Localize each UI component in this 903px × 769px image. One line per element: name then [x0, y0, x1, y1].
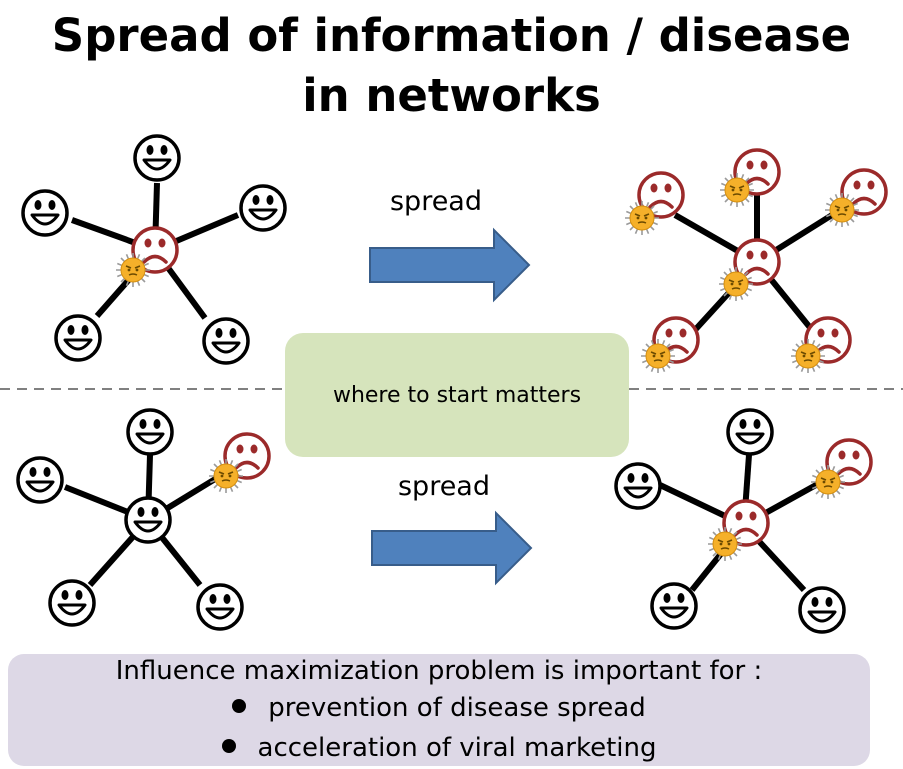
happy-face-icon — [124, 496, 172, 544]
virus-icon — [719, 172, 755, 208]
right-arrow-icon — [369, 227, 531, 303]
happy-face-icon — [21, 189, 69, 237]
happy-face-icon — [126, 408, 174, 456]
virus-icon — [718, 266, 754, 302]
right-arrow-icon — [371, 510, 533, 586]
callout-text: where to start matters — [332, 382, 582, 408]
bullet-item: acceleration of viral marketing — [8, 732, 870, 764]
happy-face-icon — [133, 134, 181, 182]
happy-face-icon — [650, 582, 698, 630]
network-top-left — [21, 134, 287, 365]
happy-face-icon — [726, 408, 774, 456]
virus-icon — [208, 458, 244, 494]
virus-icon — [624, 200, 660, 236]
bullet-item: prevention of disease spread — [8, 692, 870, 724]
virus-icon — [707, 526, 743, 562]
bullet-icon — [221, 738, 236, 753]
happy-face-icon — [196, 583, 244, 631]
virus-icon — [790, 338, 826, 374]
virus-icon — [810, 464, 846, 500]
summary-heading: Influence maximization problem is import… — [115, 656, 763, 686]
virus-icon — [640, 338, 676, 374]
title-line-1: Spread of information / disease — [51, 9, 852, 62]
happy-face-icon — [16, 456, 64, 504]
network-bottom-left — [16, 408, 271, 631]
happy-face-icon — [614, 462, 662, 510]
spread-label-bottom: spread — [398, 471, 490, 502]
bullet-icon — [232, 698, 247, 713]
network-bottom-right — [614, 408, 873, 634]
summary-box: Influence maximization problem is import… — [8, 654, 870, 766]
network-top-right — [624, 148, 888, 374]
happy-face-icon — [798, 586, 846, 634]
happy-face-icon — [48, 579, 96, 627]
title-line-2: in networks — [302, 69, 601, 122]
happy-face-icon — [239, 184, 287, 232]
happy-face-icon — [202, 317, 250, 365]
virus-icon — [115, 252, 151, 288]
spread-label-top: spread — [390, 186, 482, 217]
callout-box: where to start matters — [285, 333, 629, 457]
page-title: Spread of information / disease in netwo… — [0, 6, 903, 126]
happy-face-icon — [54, 314, 102, 362]
bullet-text: acceleration of viral marketing — [257, 733, 657, 763]
virus-icon — [824, 192, 860, 228]
bullet-text: prevention of disease spread — [268, 693, 646, 723]
